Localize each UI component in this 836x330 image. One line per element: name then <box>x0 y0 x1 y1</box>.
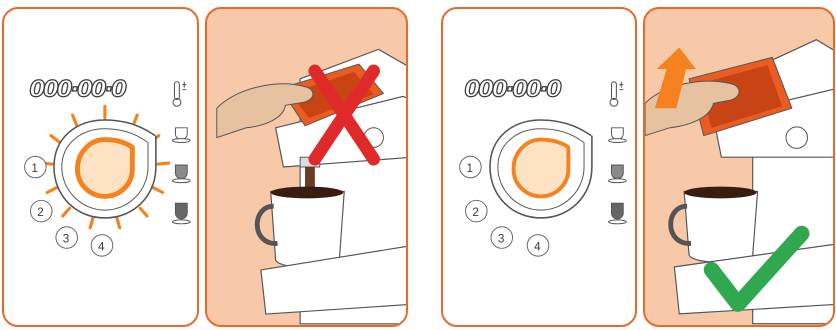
machine-dial <box>786 127 808 149</box>
control-panel-illustration: 000·00·0 <box>4 9 197 325</box>
cup-medium-icon <box>173 165 191 183</box>
cup-medium-icon <box>609 165 627 183</box>
glow-ring <box>514 140 569 197</box>
coffee-surface <box>684 187 756 199</box>
machine-illustration-done <box>645 9 833 325</box>
glow-ring <box>77 140 132 197</box>
panel-steady-button: 000·00·0 1 2 3 4 <box>441 7 637 327</box>
cup-large-icon <box>173 203 191 224</box>
coffee-cup <box>271 192 345 268</box>
cup-small-icon <box>609 128 627 143</box>
step-4-label: 4 <box>98 240 105 253</box>
cup-small-icon <box>173 128 191 143</box>
panel-flashing-button: 000·00·0 <box>2 7 199 327</box>
panel-wrong-action <box>205 7 408 327</box>
step-3-label: 3 <box>63 232 70 245</box>
step-3-label: 3 <box>498 232 505 245</box>
control-panel-illustration-steady: 000·00·0 1 2 3 4 <box>443 9 635 325</box>
step-4-label: 4 <box>534 240 541 253</box>
display-readout: 000·00·0 <box>465 76 562 102</box>
step-2-label: 2 <box>472 206 479 219</box>
coffee-cup <box>684 191 757 262</box>
thermometer-icon <box>173 82 186 106</box>
cup-large-icon <box>609 203 627 224</box>
thermometer-icon <box>610 82 623 106</box>
panel-correct-action <box>643 7 835 327</box>
display-readout: 000·00·0 <box>29 76 126 102</box>
step-1-label: 1 <box>31 162 38 175</box>
step-2-label: 2 <box>37 206 44 219</box>
coffee-surface <box>271 187 344 199</box>
machine-illustration-brewing <box>207 9 406 325</box>
step-1-label: 1 <box>467 162 474 175</box>
